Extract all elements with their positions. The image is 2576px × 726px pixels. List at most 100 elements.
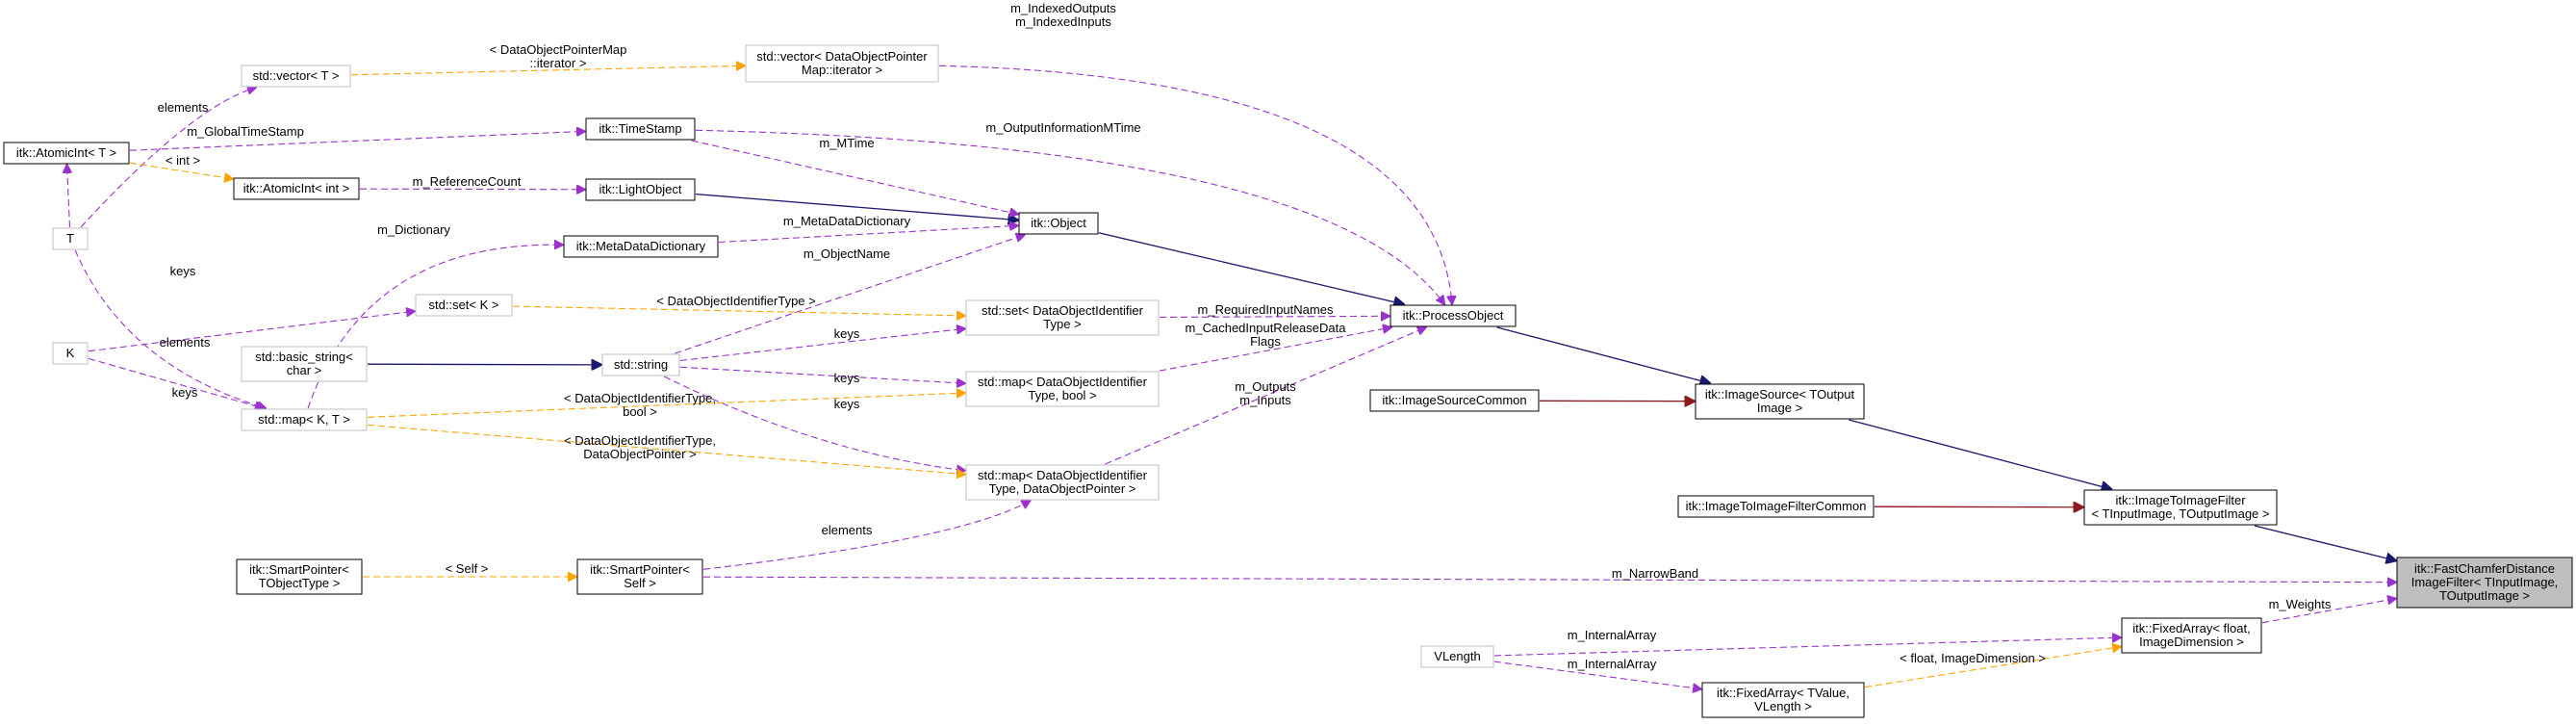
class-node-box (415, 294, 513, 317)
edge-label: elements (158, 100, 209, 115)
class-node-box (236, 558, 363, 595)
edge-inherit-basic_string-to-string (367, 364, 601, 365)
class-node-object[interactable]: itk::Object (1018, 212, 1099, 235)
class-node-map_kt: std::map< K, T > (241, 408, 368, 431)
class-node-timestamp[interactable]: itk::TimeStamp (585, 117, 696, 141)
edge-usage-string-to-set_doit (679, 328, 965, 361)
class-node-box (233, 177, 360, 200)
class-node-processobject[interactable]: itk::ProcessObject (1390, 304, 1517, 327)
class-node-label: TObjectType > (259, 576, 341, 590)
class-node-label: std::map< K, T > (258, 412, 350, 427)
class-node-t: T (52, 227, 89, 250)
edge-usage-string-to-object (675, 235, 1024, 354)
class-node-vector_t: std::vector< T > (241, 65, 351, 88)
edge-template-fixedarray_tvalue-to-fixedarray_float (1864, 647, 2121, 688)
class-node-box (2396, 557, 2573, 609)
edge-label: < DataObjectIdentifierType > (656, 294, 815, 308)
edge-inherit-imagesource-to-itif (1849, 419, 2111, 489)
class-node-label: Self > (624, 576, 656, 590)
class-node-label: TOutputImage > (2439, 588, 2530, 603)
class-node-box (1390, 304, 1517, 327)
class-node-metadatadictionary[interactable]: itk::MetaDataDictionary (563, 235, 719, 258)
class-node-box (241, 65, 351, 88)
edge-label: m_Weights (2269, 597, 2332, 611)
class-node-atomicint_t[interactable]: itk::AtomicInt< T > (3, 142, 130, 165)
class-node-label: std::string (614, 357, 668, 372)
class-node-label: itk::SmartPointer< (249, 562, 349, 577)
class-node-box (601, 353, 680, 376)
edge-label: < int > (166, 153, 200, 168)
class-node-itif[interactable]: itk::ImageToImageFilter< TInputImage, TO… (2083, 489, 2278, 526)
edge-usage-t-to-vector_t (80, 88, 256, 228)
class-node-label: std::basic_string< (255, 350, 353, 364)
class-node-label: itk::AtomicInt< T > (16, 145, 116, 160)
class-node-label: itk::FixedArray< TValue, (1717, 686, 1849, 700)
class-node-smartpointer_tobj[interactable]: itk::SmartPointer<TObjectType > (236, 558, 363, 595)
edge-usage-set_doit-to-processobject (1159, 316, 1390, 317)
class-node-box (745, 44, 939, 83)
edge-label: keys (834, 371, 860, 385)
edge-usage-map_doit_bool-to-processobject (1159, 327, 1391, 372)
edge-usage-smartpointer_self-to-map_doit_dop (702, 501, 1031, 570)
class-node-label: K (66, 346, 75, 360)
edge-label: keys (834, 326, 860, 341)
edge-label: m_InternalArray (1568, 628, 1657, 642)
class-node-box (585, 117, 696, 141)
class-node-label: Map::iterator > (802, 63, 882, 77)
class-node-lightobject[interactable]: itk::LightObject (585, 178, 696, 201)
class-node-box (1701, 682, 1865, 718)
edge-label: Flags (1250, 334, 1281, 349)
class-node-box (965, 371, 1160, 407)
class-node-label: Type > (1043, 317, 1081, 331)
class-node-box (1018, 212, 1099, 235)
class-node-fixedarray_float[interactable]: itk::FixedArray< float,ImageDimension > (2121, 617, 2262, 654)
class-node-box (965, 299, 1160, 336)
edge-inherit-lightobject-to-object (695, 193, 1018, 220)
class-node-box (241, 346, 368, 382)
class-node-label: < TInputImage, TOutputImage > (2091, 506, 2269, 521)
edge-label: < Self > (446, 561, 489, 576)
class-node-string: std::string (601, 353, 680, 376)
edge-label: m_Outputs (1235, 379, 1296, 394)
class-node-basic_string: std::basic_string<char > (241, 346, 368, 382)
edge-usage-map_kt-to-metadatadictionary (307, 245, 563, 409)
edge-usage-string-to-map_doit_bool (679, 366, 965, 383)
class-node-set_k: std::set< K > (415, 294, 513, 317)
class-node-label: T (66, 231, 74, 246)
class-node-label: std::map< DataObjectIdentifier (978, 375, 1148, 389)
class-node-label: Type, DataObjectPointer > (989, 481, 1136, 496)
edge-usage-vlength-to-fixedarray_float (1493, 637, 2121, 657)
class-node-label: itk::ImageToImageFilter (2115, 493, 2246, 507)
edge-usage-vector_map_iter-to-processobject (938, 65, 1452, 304)
class-node-label: itk::FixedArray< float, (2132, 621, 2250, 635)
edge-label: m_IndexedOutputs (1010, 1, 1116, 15)
class-node-label: std::map< DataObjectIdentifier (978, 468, 1148, 482)
edge-label: elements (160, 335, 211, 350)
edge-label: < float, ImageDimension > (1900, 651, 2046, 665)
class-node-map_doit_bool: std::map< DataObjectIdentifierType, bool… (965, 371, 1160, 407)
edge-usage-fixedarray_float-to-fastchamfer (2261, 599, 2396, 624)
class-node-atomicint_int[interactable]: itk::AtomicInt< int > (233, 177, 360, 200)
class-node-imagesourcecommon[interactable]: itk::ImageSourceCommon (1369, 389, 1540, 412)
edge-label: m_MetaDataDictionary (783, 214, 911, 228)
class-node-label: char > (287, 363, 322, 377)
class-node-box (2121, 617, 2262, 654)
edge-label: < DataObjectIdentifierType, (564, 433, 716, 448)
class-node-vlength: VLength (1420, 645, 1494, 668)
class-node-label: Image > (1757, 401, 1802, 415)
class-node-imagesource[interactable]: itk::ImageSource< TOutputImage > (1695, 383, 1865, 420)
class-node-itifcommon[interactable]: itk::ImageToImageFilterCommon (1677, 495, 1875, 518)
class-node-map_doit_dop: std::map< DataObjectIdentifierType, Data… (965, 464, 1160, 501)
class-node-box (965, 464, 1160, 501)
class-node-label: itk::ProcessObject (1403, 308, 1504, 323)
edge-label: bool > (623, 404, 657, 419)
class-node-label: VLength > (1754, 699, 1812, 713)
class-node-fixedarray_tvalue[interactable]: itk::FixedArray< TValue,VLength > (1701, 682, 1865, 718)
edge-label: m_Dictionary (377, 222, 450, 237)
class-node-smartpointer_self[interactable]: itk::SmartPointer<Self > (576, 558, 703, 595)
edge-inherit-itif-to-fastchamfer (2254, 525, 2396, 560)
class-node-vector_map_iter: std::vector< DataObjectPointerMap::itera… (745, 44, 939, 83)
